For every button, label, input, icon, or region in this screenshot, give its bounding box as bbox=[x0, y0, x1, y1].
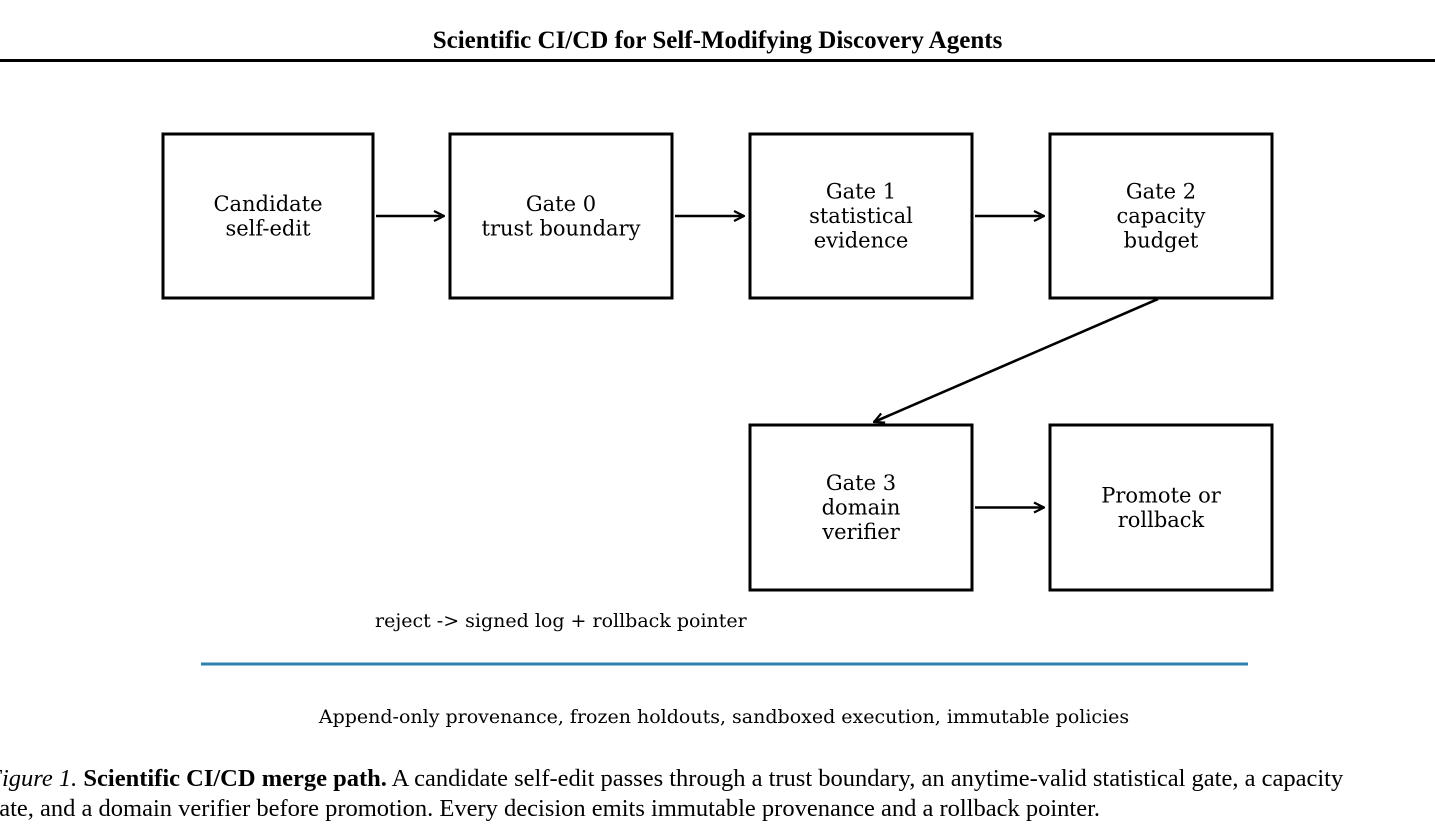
provenance-note: Append-only provenance, frozen holdouts,… bbox=[318, 706, 1129, 728]
node-label-line: Gate 2 bbox=[1126, 180, 1196, 204]
figure-title: Scientific CI/CD merge path. bbox=[83, 765, 387, 792]
caption-line-2: gate, and a domain verifier before promo… bbox=[0, 795, 1101, 822]
caption-text-1: A candidate self-edit passes through a t… bbox=[391, 765, 1344, 792]
edges-layer bbox=[376, 216, 1159, 508]
node-label-line: evidence bbox=[814, 229, 909, 253]
node-label-line: domain bbox=[822, 496, 901, 520]
figure-caption: Figure 1. Scientific CI/CD merge path. A… bbox=[0, 764, 1435, 824]
caption-line-1: Figure 1. Scientific CI/CD merge path. A… bbox=[0, 764, 1435, 794]
title-rule bbox=[0, 59, 1435, 62]
node-label-line: budget bbox=[1124, 229, 1199, 253]
node-label-line: self-edit bbox=[225, 216, 311, 240]
node-label-line: trust boundary bbox=[482, 216, 641, 240]
node-label-line: rollback bbox=[1118, 508, 1205, 532]
node-box bbox=[748, 423, 974, 592]
node-label-line: Candidate bbox=[213, 192, 322, 216]
figure-label: Figure 1. bbox=[0, 765, 78, 792]
node-label-line: Gate 1 bbox=[826, 180, 896, 204]
node-box bbox=[1048, 132, 1274, 300]
node-label-line: Gate 0 bbox=[526, 192, 596, 216]
node-label-line: verifier bbox=[821, 520, 900, 544]
node-box bbox=[161, 132, 375, 300]
edge-gate2-to-gate3 bbox=[874, 297, 1159, 422]
node-label-line: capacity bbox=[1116, 204, 1205, 228]
node-box bbox=[748, 132, 974, 300]
node-label-line: statistical bbox=[809, 204, 913, 228]
reject-note: reject -> signed log + rollback pointer bbox=[375, 610, 748, 632]
node-label-line: Gate 3 bbox=[826, 471, 896, 495]
node-box bbox=[448, 132, 674, 300]
node-box bbox=[1048, 423, 1274, 592]
running-title: Scientific CI/CD for Self-Modifying Disc… bbox=[432, 27, 1003, 54]
node-label-line: Promote or bbox=[1101, 483, 1222, 507]
